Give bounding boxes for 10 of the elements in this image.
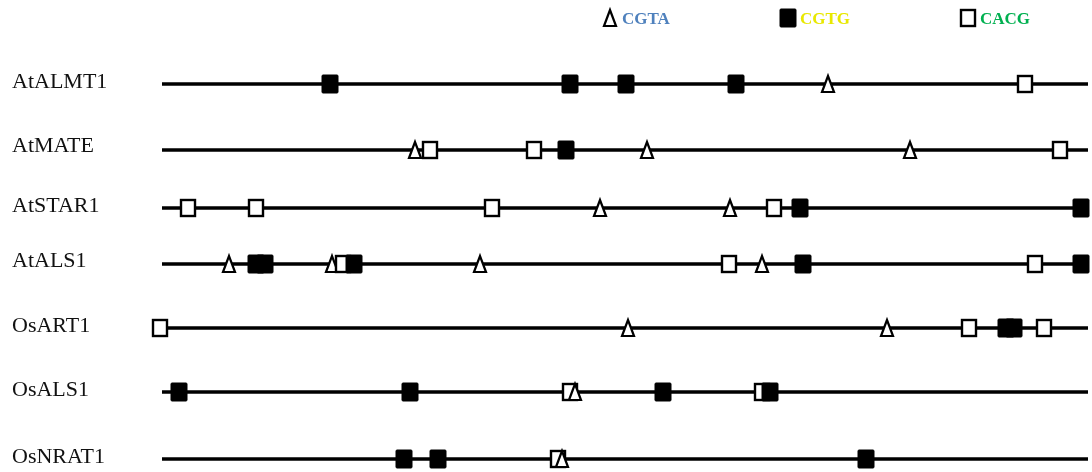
gene-label: OsNRAT1 — [12, 443, 105, 469]
gene-label: AtALMT1 — [12, 68, 108, 94]
gene-label: OsALS1 — [12, 376, 89, 402]
legend-label: CGTA — [622, 9, 670, 29]
gene-label: AtMATE — [12, 132, 94, 158]
gene-label: OsART1 — [12, 312, 91, 338]
legend-label: CGTG — [800, 9, 851, 29]
gene-label: AtSTAR1 — [12, 192, 100, 218]
legend-label: CACG — [980, 9, 1031, 29]
gene-label: AtALS1 — [12, 247, 87, 273]
